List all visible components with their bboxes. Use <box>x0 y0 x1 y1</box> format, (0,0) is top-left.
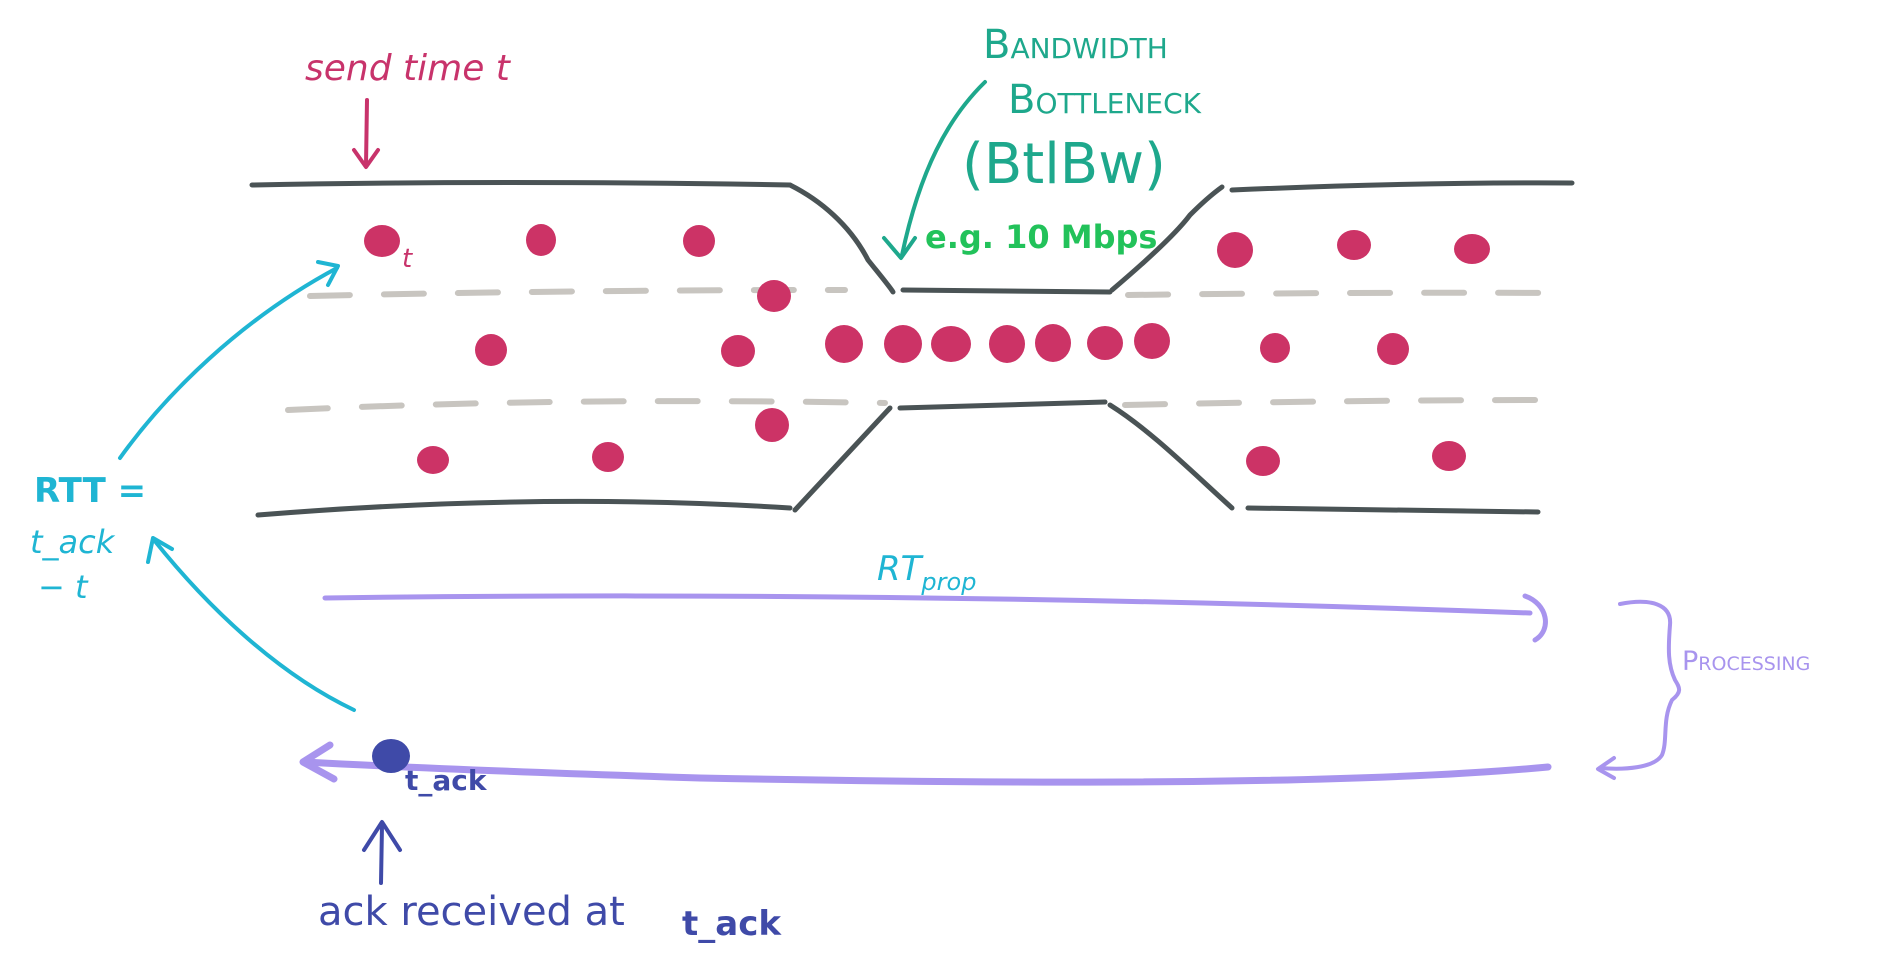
packet <box>989 325 1025 363</box>
pipe-outline <box>249 180 1575 518</box>
packet <box>1260 333 1290 363</box>
rtt-label-line2: t_ack <box>30 523 116 561</box>
bottleneck-pointer-icon <box>882 80 987 260</box>
packet <box>721 335 755 367</box>
packet <box>475 334 507 366</box>
pipe-bottom-left-wall <box>255 498 793 518</box>
packet <box>1377 333 1409 365</box>
arrow-down-icon <box>352 98 380 169</box>
pipe-bottleneck-top <box>900 287 1113 295</box>
processing-bracket-icon <box>1596 599 1682 780</box>
packet <box>1454 234 1490 264</box>
packet-subscript: t <box>402 244 413 274</box>
rtprop-forward-line <box>322 593 1548 643</box>
bottleneck-title-line2: Bottleneck <box>1008 77 1202 123</box>
packet <box>1246 446 1280 476</box>
packet <box>931 326 971 362</box>
packet <box>592 442 624 472</box>
packet <box>884 325 922 363</box>
rtprop-label: RTprop <box>877 549 976 596</box>
pipe-top-right-taper <box>1109 184 1225 293</box>
pipe-bottom-right-taper <box>1107 402 1235 511</box>
packet <box>1432 441 1466 471</box>
lane-divider-lower-right <box>1122 397 1558 408</box>
processing-label: Processing <box>1682 646 1810 677</box>
packet <box>1087 326 1123 360</box>
packets <box>364 224 1490 476</box>
ack-packet <box>372 739 410 773</box>
rtprop-main: RT <box>877 549 924 589</box>
packet <box>1134 323 1170 359</box>
arrow-left-icon <box>299 741 1552 786</box>
pipe-top-left-taper <box>787 182 896 295</box>
rtt-upper-arrow-icon <box>118 260 340 460</box>
bottleneck-title-line1: Bandwidth <box>983 22 1168 68</box>
packet <box>755 408 789 442</box>
bottleneck-title-line3: (BtlBw) <box>962 132 1166 197</box>
pipe-bottleneck-bottom <box>897 399 1108 411</box>
packet <box>825 325 863 363</box>
rtprop-sub: prop <box>920 568 976 596</box>
lane-divider-lower-left <box>285 398 888 413</box>
ack-received-subscript: t_ack <box>682 904 782 944</box>
packet <box>1217 232 1253 268</box>
packet <box>683 225 715 257</box>
arrow-up-icon <box>362 820 402 885</box>
packet <box>526 224 556 256</box>
rtt-label-line1: RTT = <box>34 471 146 511</box>
packet <box>1337 230 1371 260</box>
rtt-lower-arrow-icon <box>146 536 356 712</box>
send-time-label: send time t <box>305 48 512 89</box>
pipe-bottom-left-taper <box>792 405 893 513</box>
pipe-bottom-right-wall <box>1245 505 1541 515</box>
packet <box>757 280 791 312</box>
packet <box>1035 324 1071 362</box>
ack-received-label: ack received at <box>318 889 625 935</box>
pipe-top-right-wall <box>1229 180 1575 193</box>
bottleneck-example: e.g. 10 Mbps <box>925 218 1157 256</box>
ack-subscript: t_ack <box>405 764 488 797</box>
packet <box>417 446 449 474</box>
pipe-top-left-wall <box>249 180 793 188</box>
rtt-label-line3: − t <box>38 568 89 606</box>
packet <box>364 225 400 257</box>
lane-divider-upper-right <box>1125 289 1558 298</box>
